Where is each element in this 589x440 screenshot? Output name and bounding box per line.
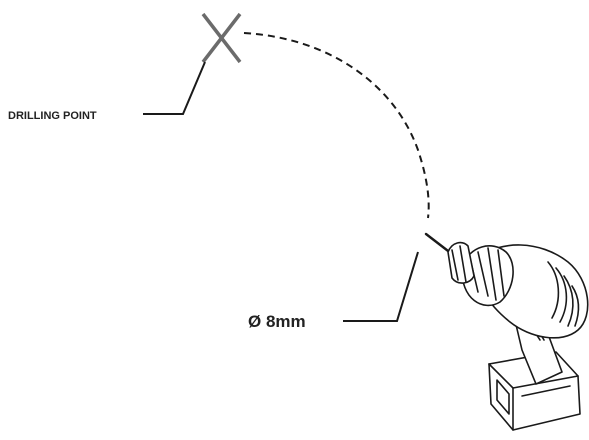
cordless-drill-icon [424,232,589,431]
drilling-point-label: DRILLING POINT [8,110,97,122]
drilling-point-leader [143,61,206,115]
diameter-label: Ø 8mm [248,312,306,331]
drilling-point-marker [201,12,242,64]
drill-chuck [447,241,475,284]
drill-clutch-ring [461,245,514,307]
drill-bit [424,232,454,256]
diameter-leader [343,251,419,322]
dashed-path-arc [243,32,430,219]
marker-stroke-b [201,12,242,64]
